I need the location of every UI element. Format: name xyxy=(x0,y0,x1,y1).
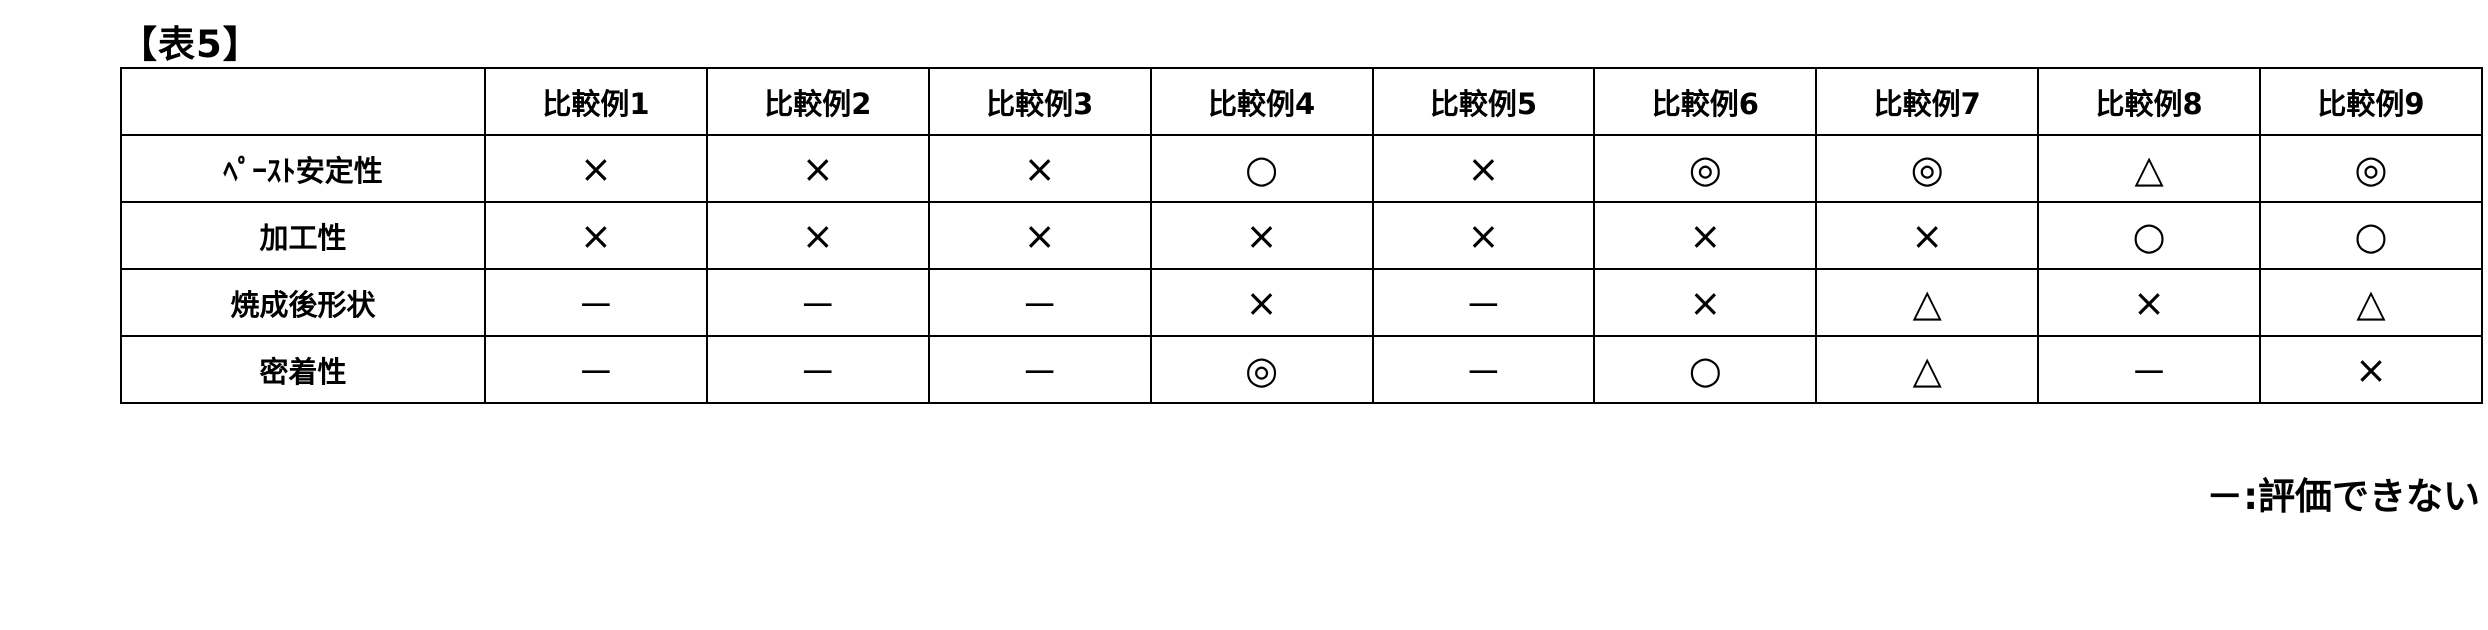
column-header: 比較例3 xyxy=(929,68,1151,135)
table-row: 密着性 － － － ◎ － ○ △ － × xyxy=(121,336,2482,403)
column-header: 比較例1 xyxy=(485,68,707,135)
row-label: ﾍﾟｰｽﾄ安定性 xyxy=(121,135,485,202)
table-cell: ◎ xyxy=(1594,135,1816,202)
row-label: 密着性 xyxy=(121,336,485,403)
column-header: 比較例4 xyxy=(1151,68,1373,135)
table-cell: － xyxy=(929,336,1151,403)
table-cell: × xyxy=(707,202,929,269)
table-cell: △ xyxy=(1816,336,2038,403)
table-cell: ○ xyxy=(2038,202,2260,269)
column-header: 比較例6 xyxy=(1594,68,1816,135)
table-cell: － xyxy=(929,269,1151,336)
table-row: 焼成後形状 － － － × － × △ × △ xyxy=(121,269,2482,336)
table-cell: △ xyxy=(2260,269,2482,336)
table-row: 加工性 × × × × × × × ○ ○ xyxy=(121,202,2482,269)
table-cell: × xyxy=(1373,135,1595,202)
corner-cell xyxy=(121,68,485,135)
table-cell: × xyxy=(929,135,1151,202)
row-label: 焼成後形状 xyxy=(121,269,485,336)
table-cell: △ xyxy=(2038,135,2260,202)
table-cell: － xyxy=(485,269,707,336)
table-cell: － xyxy=(707,269,929,336)
table-cell: × xyxy=(1816,202,2038,269)
column-header: 比較例5 xyxy=(1373,68,1595,135)
table-row: ﾍﾟｰｽﾄ安定性 × × × ○ × ◎ ◎ △ ◎ xyxy=(121,135,2482,202)
table-title: 【表5】 xyxy=(120,26,261,63)
table-cell: － xyxy=(2038,336,2260,403)
row-label: 加工性 xyxy=(121,202,485,269)
table-cell: × xyxy=(485,202,707,269)
table-cell: － xyxy=(1373,269,1595,336)
table-cell: × xyxy=(2260,336,2482,403)
column-header: 比較例2 xyxy=(707,68,929,135)
table-cell: × xyxy=(707,135,929,202)
table-cell: ○ xyxy=(2260,202,2482,269)
column-header: 比較例8 xyxy=(2038,68,2260,135)
table-cell: × xyxy=(1594,202,1816,269)
table-cell: ○ xyxy=(1151,135,1373,202)
table-cell: × xyxy=(2038,269,2260,336)
table-cell: × xyxy=(929,202,1151,269)
legend-note: －:評価できない xyxy=(2206,478,2480,515)
column-header: 比較例7 xyxy=(1816,68,2038,135)
table-cell: － xyxy=(707,336,929,403)
table-cell: × xyxy=(1594,269,1816,336)
column-header: 比較例9 xyxy=(2260,68,2482,135)
table-cell: × xyxy=(1151,269,1373,336)
table-cell: × xyxy=(1373,202,1595,269)
header-row: 比較例1 比較例2 比較例3 比較例4 比較例5 比較例6 比較例7 比較例8 … xyxy=(121,68,2482,135)
table-cell: × xyxy=(1151,202,1373,269)
table-cell: △ xyxy=(1816,269,2038,336)
evaluation-table: 比較例1 比較例2 比較例3 比較例4 比較例5 比較例6 比較例7 比較例8 … xyxy=(120,67,2483,404)
table-cell: ◎ xyxy=(1151,336,1373,403)
table-cell: ○ xyxy=(1594,336,1816,403)
table-cell: × xyxy=(485,135,707,202)
table-cell: － xyxy=(485,336,707,403)
table-cell: － xyxy=(1373,336,1595,403)
table-cell: ◎ xyxy=(1816,135,2038,202)
table-cell: ◎ xyxy=(2260,135,2482,202)
